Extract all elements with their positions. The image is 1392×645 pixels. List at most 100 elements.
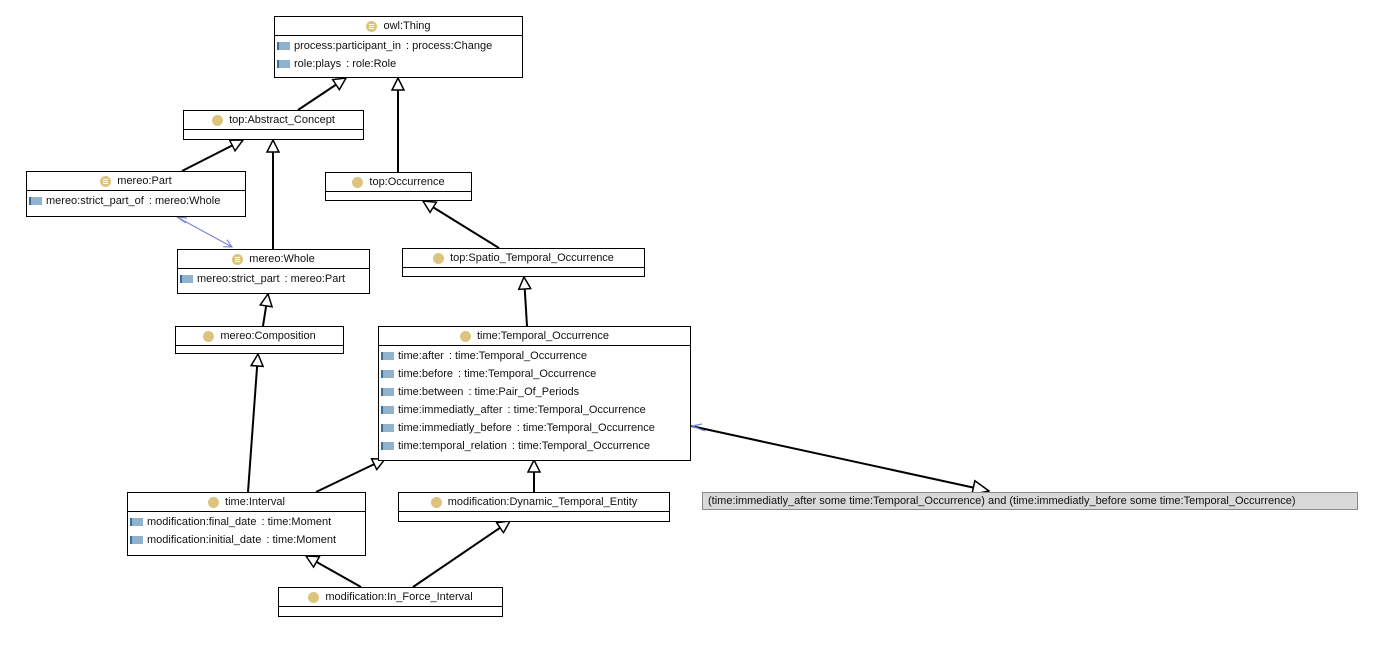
class-name: mereo:Whole (249, 253, 315, 265)
class-icon (433, 252, 445, 264)
property-name: time:immediatly_after (398, 404, 503, 416)
class-name: top:Abstract_Concept (229, 114, 335, 126)
edge-abstract-to-thing (297, 78, 346, 111)
edge-temporal-to-expression (690, 425, 989, 491)
property-name: process:participant_in (294, 40, 402, 52)
class-icon (203, 330, 215, 342)
property-type: : time:Temporal_Occurrence (458, 368, 597, 380)
property-type: : time:Moment (261, 516, 332, 528)
edge-spatio-to-occurrence (423, 201, 500, 249)
class-occurrence[interactable]: top:Occurrence (325, 172, 472, 201)
property-name: modification:final_date (147, 516, 257, 528)
class-mereo-composition[interactable]: mereo:Composition (175, 326, 344, 354)
class-name: owl:Thing (383, 20, 431, 32)
class-name: time:Interval (225, 496, 285, 508)
class-icon (308, 591, 320, 603)
class-expression-node[interactable]: (time:immediatly_after some time:Tempora… (702, 492, 1358, 510)
property-type: : mereo:Part (284, 273, 346, 285)
property-row[interactable]: time:after: time:Temporal_Occurrence (379, 347, 690, 365)
property-row[interactable]: mereo:strict_part_of: mereo:Whole (27, 192, 245, 210)
property-icon (130, 518, 143, 526)
class-name: time:Temporal_Occurrence (476, 330, 610, 342)
class-header: top:Spatio_Temporal_Occurrence (403, 249, 644, 268)
class-header: mereo:Whole (178, 250, 369, 269)
property-type: : time:Temporal_Occurrence (448, 350, 588, 362)
property-name: time:immediatly_before (398, 422, 512, 434)
edge-part-to-abstract (181, 139, 243, 172)
class-icon (100, 175, 112, 187)
property-type: : time:Pair_Of_Periods (468, 386, 580, 398)
class-header: modification:In_Force_Interval (279, 588, 502, 607)
property-icon (381, 424, 394, 432)
property-type: : time:Temporal_Occurrence (516, 422, 655, 434)
class-header: modification:Dynamic_Temporal_Entity (399, 493, 669, 512)
inverse-link-part-whole (176, 216, 232, 247)
property-icon (130, 536, 143, 544)
class-mereo-part[interactable]: mereo:Part mereo:strict_part_of: mereo:W… (26, 171, 246, 217)
property-row[interactable]: role:plays : role:Role (275, 55, 522, 73)
property-row[interactable]: process:participant_in : process:Change (275, 37, 522, 55)
property-row[interactable]: time:between : time:Pair_Of_Periods (379, 383, 690, 401)
property-row[interactable]: time:temporal_relation: time:Temporal_Oc… (379, 437, 690, 455)
property-row[interactable]: time:before : time:Temporal_Occurrence (379, 365, 690, 383)
class-name: top:Occurrence (369, 176, 445, 188)
class-spatio-temporal-occurrence[interactable]: top:Spatio_Temporal_Occurrence (402, 248, 645, 277)
property-name: time:between (398, 386, 464, 398)
property-icon (381, 442, 394, 450)
class-icon (366, 20, 378, 32)
class-name: modification:Dynamic_Temporal_Entity (447, 496, 638, 508)
class-time-interval[interactable]: time:Interval modification:final_date : t… (127, 492, 366, 556)
edge-inforce-to-interval (306, 555, 362, 588)
class-name: mereo:Composition (220, 330, 316, 342)
property-name: role:plays (294, 58, 342, 70)
property-icon (277, 60, 290, 68)
property-type: : time:Temporal_Occurrence (507, 404, 646, 416)
property-icon (381, 370, 394, 378)
property-type: : process:Change (406, 40, 493, 52)
property-type: : time:Moment (266, 534, 337, 546)
class-header: time:Temporal_Occurrence (379, 327, 690, 346)
property-row[interactable]: modification:final_date : time:Moment (128, 513, 365, 531)
class-owl-thing[interactable]: owl:Thing process:participant_in : proces… (274, 16, 523, 78)
class-abstract-concept[interactable]: top:Abstract_Concept (183, 110, 364, 140)
class-header: owl:Thing (275, 17, 522, 36)
property-row[interactable]: time:immediatly_after : time:Temporal_Occ… (379, 401, 690, 419)
class-icon (232, 253, 244, 265)
property-icon (381, 406, 394, 414)
inverse-link-temporal (689, 423, 706, 432)
property-icon (29, 197, 42, 205)
edge-inforce-to-dynamic (412, 521, 510, 588)
class-name: top:Spatio_Temporal_Occurrence (450, 252, 614, 264)
class-in-force-interval[interactable]: modification:In_Force_Interval (278, 587, 503, 617)
class-header: top:Abstract_Concept (184, 111, 363, 130)
property-name: time:before (398, 368, 454, 380)
property-icon (277, 42, 290, 50)
class-dynamic-temporal-entity[interactable]: modification:Dynamic_Temporal_Entity (398, 492, 670, 522)
property-icon (180, 275, 193, 283)
property-icon (381, 352, 394, 360)
property-name: mereo:strict_part_of (46, 195, 144, 207)
class-mereo-whole[interactable]: mereo:Whole mereo:strict_part : mereo:Par… (177, 249, 370, 294)
property-type: : role:Role (346, 58, 397, 70)
class-icon (459, 330, 471, 342)
property-row[interactable]: time:immediatly_before : time:Temporal_Oc… (379, 419, 690, 437)
class-header: time:Interval (128, 493, 365, 512)
class-header: mereo:Composition (176, 327, 343, 346)
class-icon (208, 496, 220, 508)
class-temporal-occurrence[interactable]: time:Temporal_Occurrence time:after: tim… (378, 326, 691, 461)
class-header: top:Occurrence (326, 173, 471, 192)
property-name: mereo:strict_part (197, 273, 280, 285)
edge-interval-to-temporal (315, 459, 385, 493)
inverse-link-start (176, 216, 188, 224)
property-row[interactable]: modification:initial_date : time:Moment (128, 531, 365, 549)
edge-temporal-to-spatio (524, 277, 527, 327)
class-icon (430, 496, 442, 508)
class-header: mereo:Part (27, 172, 245, 191)
property-row[interactable]: mereo:strict_part : mereo:Part (178, 270, 369, 288)
class-name: mereo:Part (117, 175, 172, 187)
property-name: time:temporal_relation (398, 440, 507, 452)
class-expression-text: (time:immediatly_after some time:Tempora… (708, 495, 1296, 507)
class-icon (352, 176, 364, 188)
property-name: modification:initial_date (147, 534, 262, 546)
